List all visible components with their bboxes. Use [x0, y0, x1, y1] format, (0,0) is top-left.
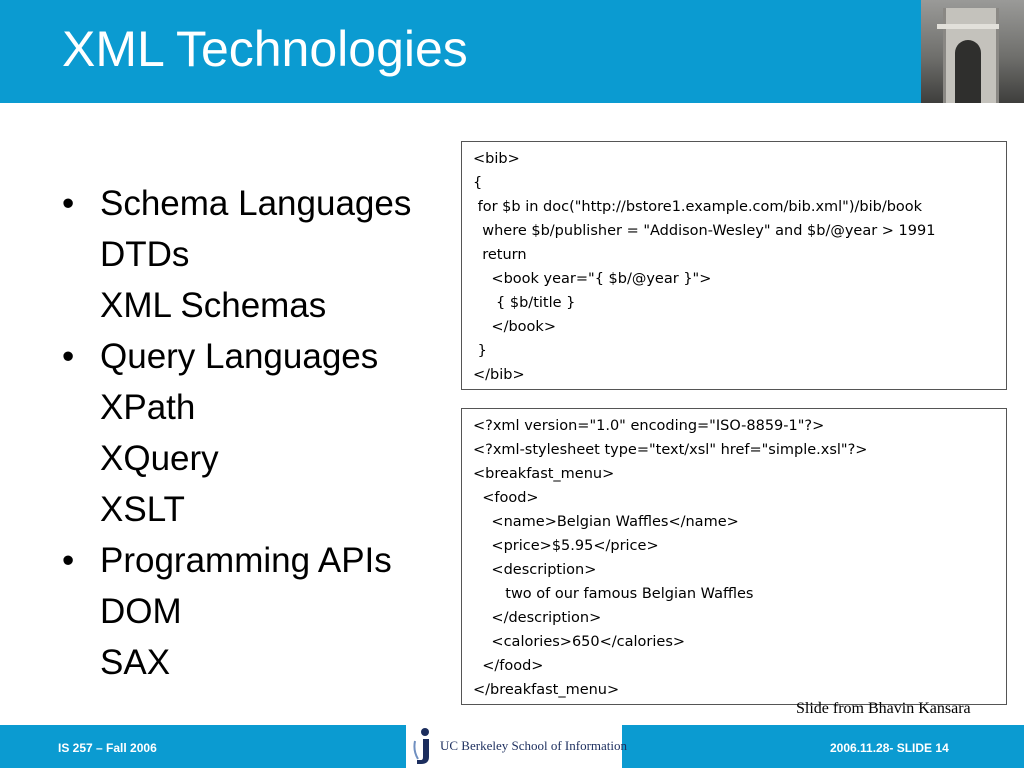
bullet-subitem: DOM [100, 592, 182, 631]
header-bar [0, 0, 1024, 103]
footer-logo-text: UC Berkeley School of Information [440, 738, 628, 753]
bullet-item: • Schema Languages [62, 178, 462, 229]
bullet-item: • Query Languages [62, 331, 462, 382]
bullet-subitem: XSLT [100, 490, 185, 529]
code-line: where $b/publisher = "Addison-Wesley" an… [473, 223, 936, 239]
code-line: <bib> [473, 151, 520, 167]
code-line: two of our famous Belgian Waffles [473, 586, 754, 602]
code-line: <description> [473, 562, 597, 578]
bullet-dot: • [62, 541, 75, 580]
bullet-subitem: XPath [100, 388, 196, 427]
code-line: for $b in doc("http://bstore1.example.co… [473, 199, 923, 215]
code-line: <name>Belgian Waffles</name> [473, 514, 739, 530]
footer-logo: UC Berkeley School of Information [406, 725, 627, 768]
tower-ledge [937, 24, 999, 29]
bullet-label: Query Languages [100, 337, 379, 376]
code-line: { $b/title } [473, 295, 576, 311]
bullet-subitem: DTDs [100, 235, 190, 274]
building-photo-icon [921, 0, 1024, 103]
code-line: { [473, 175, 483, 191]
code-line: <breakfast_menu> [473, 466, 615, 482]
code-line: <food> [473, 490, 539, 506]
code-line: <book year="{ $b/@year }"> [473, 271, 712, 287]
slide-credit: Slide from Bhavin Kansara [796, 700, 971, 717]
code-line: </food> [473, 658, 544, 674]
footer-slide-info: 2006.11.28- SLIDE 14 [830, 741, 949, 755]
bullet-item: • Programming APIs [62, 535, 462, 586]
bullet-dot: • [62, 184, 75, 223]
xquery-code-box: <bib> { for $b in doc("http://bstore1.exa… [461, 141, 1007, 390]
code-line: } [473, 343, 487, 359]
code-line: </book> [473, 319, 556, 335]
bullet-subitem: XQuery [100, 439, 219, 478]
berkeley-logo-icon [413, 728, 429, 764]
xml-code-box: <?xml version="1.0" encoding="ISO-8859-1… [461, 408, 1007, 705]
bullet-label: Schema Languages [100, 184, 412, 223]
code-line: </bib> [473, 367, 525, 383]
code-line: <calories>650</calories> [473, 634, 686, 650]
bullet-subitem: XML Schemas [100, 286, 327, 325]
code-line: </description> [473, 610, 602, 626]
code-line: <price>$5.95</price> [473, 538, 659, 554]
code-line: <?xml-stylesheet type="text/xsl" href="s… [473, 442, 868, 458]
bullet-label: Programming APIs [100, 541, 392, 580]
tower-arch [955, 40, 981, 103]
bullet-dot: • [62, 337, 75, 376]
footer-course: IS 257 – Fall 2006 [58, 741, 157, 755]
code-line: <?xml version="1.0" encoding="ISO-8859-1… [473, 418, 825, 434]
slide-title: XML Technologies [62, 21, 468, 77]
bullet-subitem: SAX [100, 643, 171, 682]
code-line: </breakfast_menu> [473, 682, 620, 698]
code-line: return [473, 247, 527, 263]
